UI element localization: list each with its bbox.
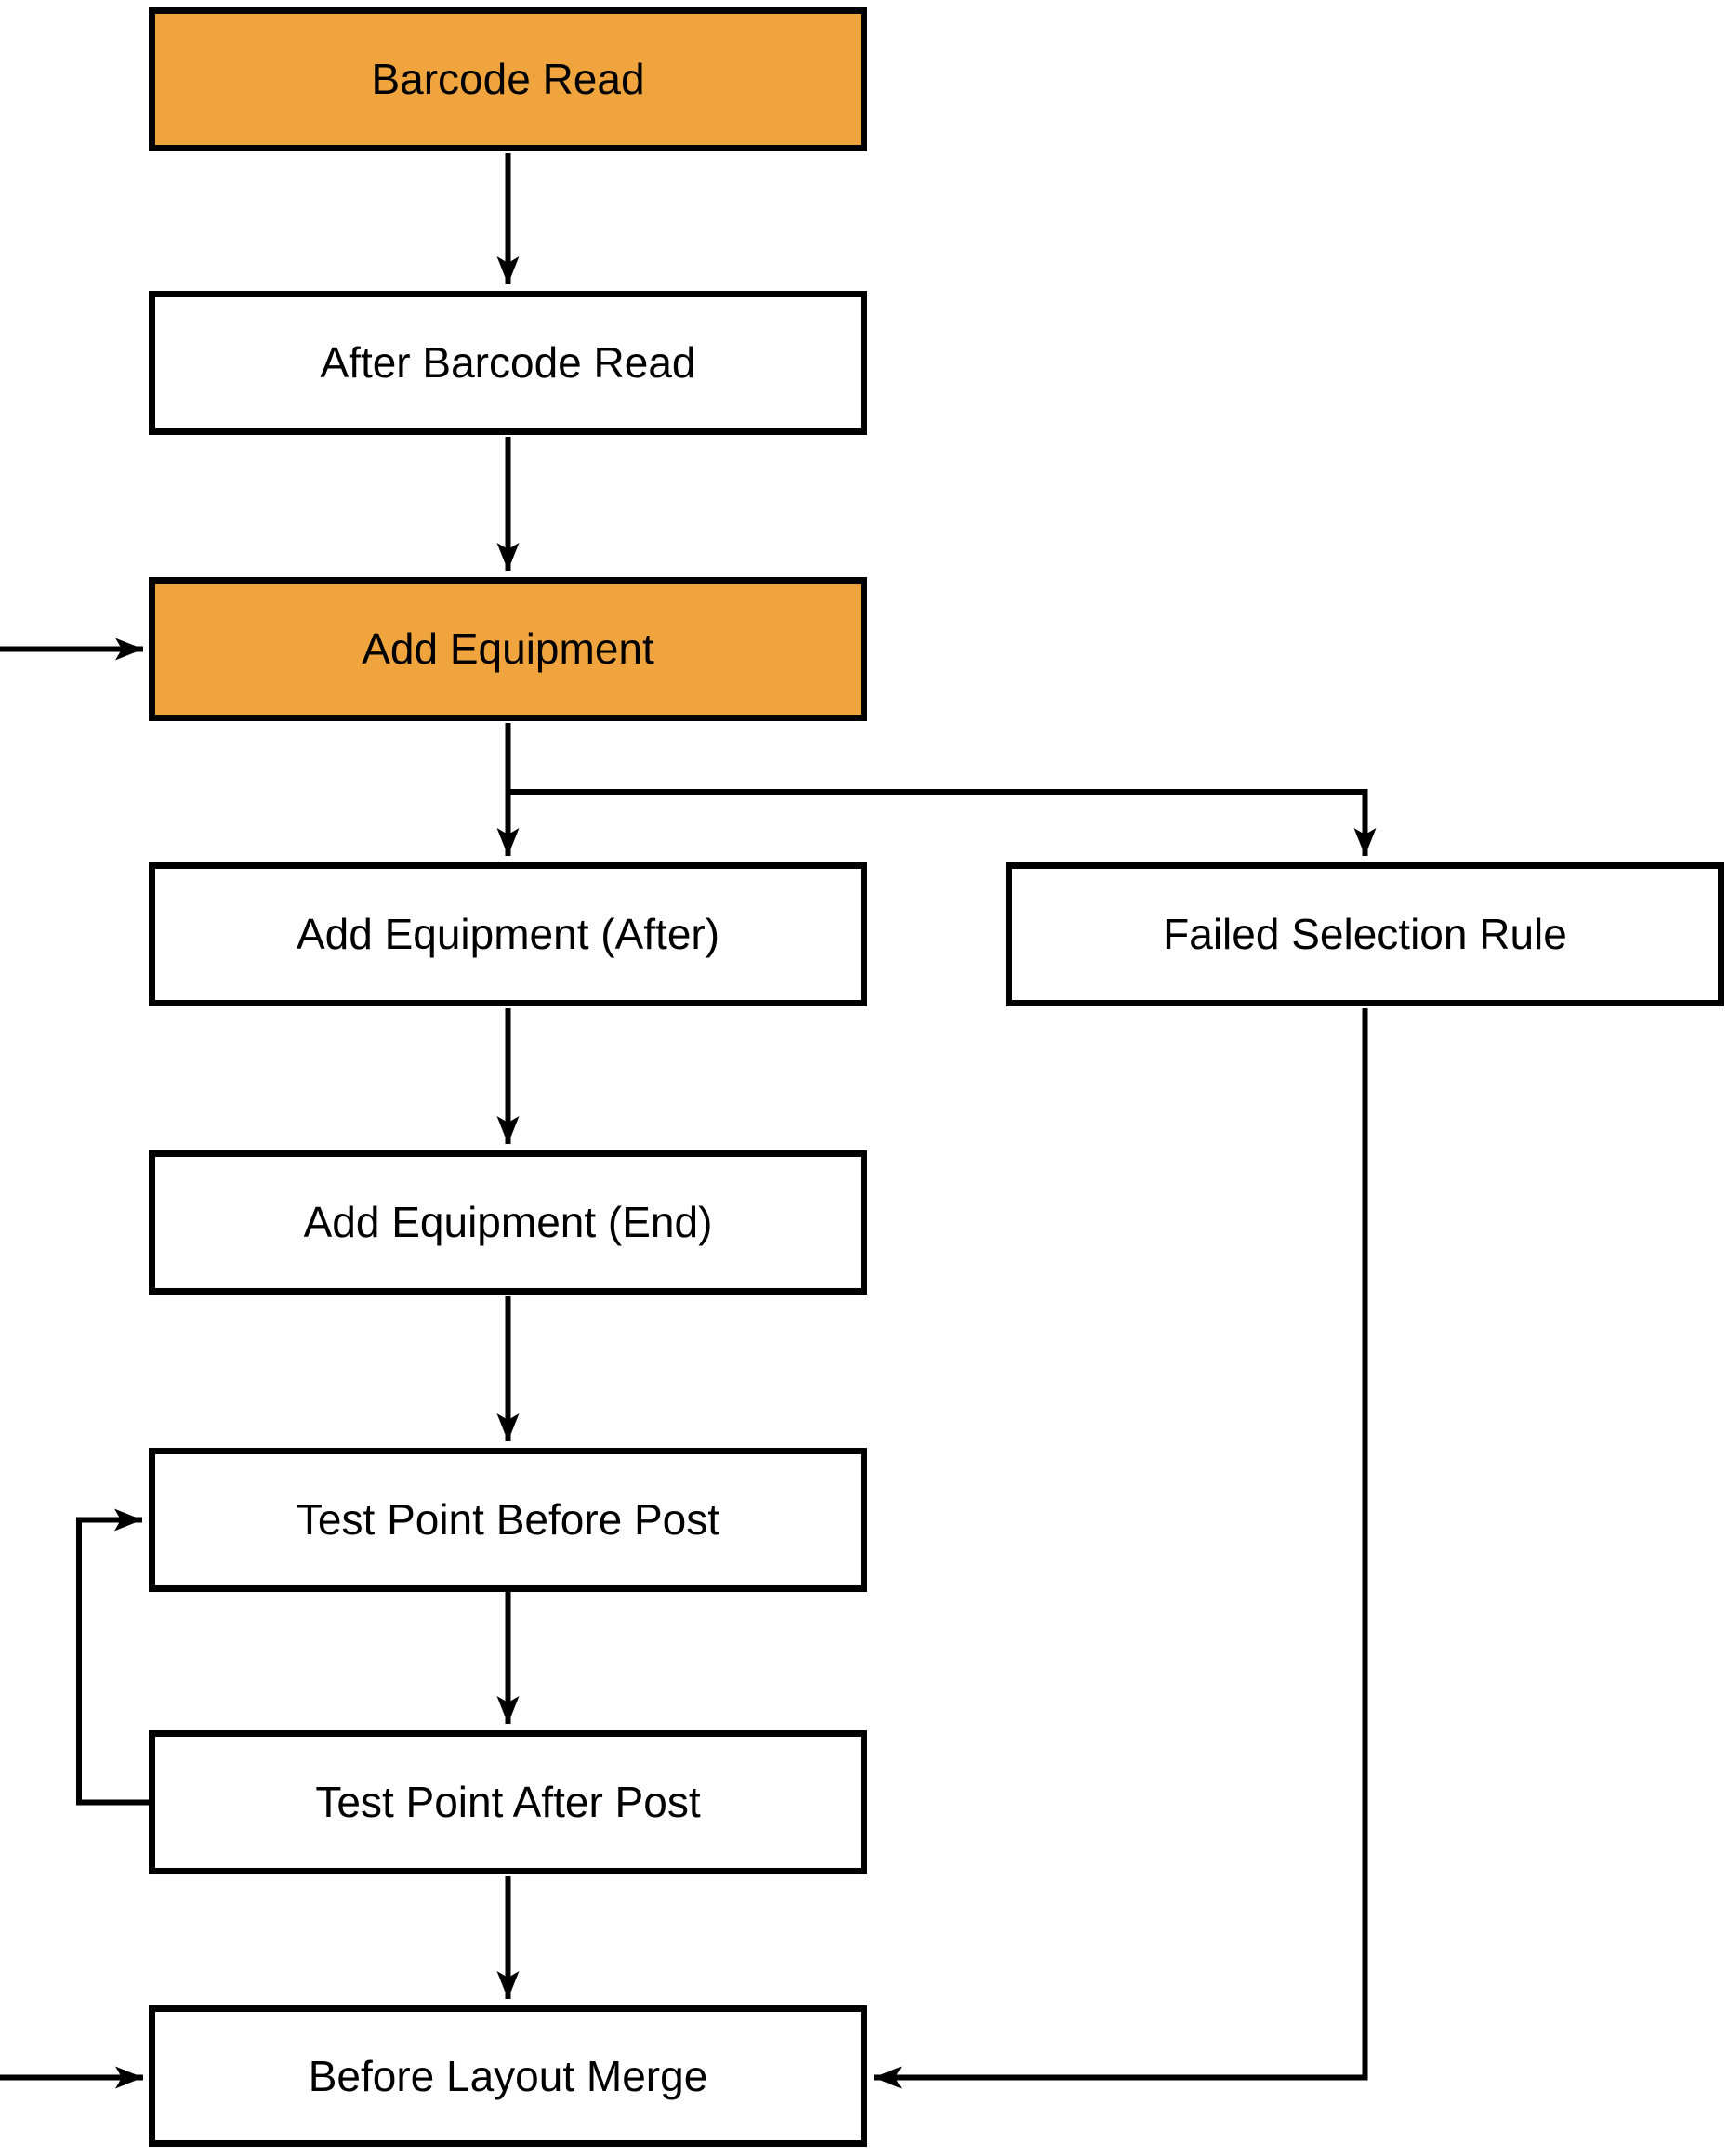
edge-addequipment-to-failedrule [508, 789, 1377, 856]
edge-failedrule-to-merge [874, 1008, 1368, 2089]
node-label: After Barcode Read [320, 338, 696, 388]
node-add-equipment-after: Add Equipment (After) [149, 862, 867, 1006]
node-label: Add Equipment (After) [296, 910, 720, 959]
node-after-barcode-read: After Barcode Read [149, 291, 867, 435]
node-test-point-after-post: Test Point After Post [149, 1730, 867, 1874]
node-test-point-before-post: Test Point Before Post [149, 1448, 867, 1592]
node-label: Before Layout Merge [308, 2051, 708, 2100]
node-label: Test Point Before Post [296, 1495, 720, 1545]
node-label: Add Equipment [362, 624, 654, 674]
node-label: Add Equipment (End) [303, 1198, 713, 1247]
node-before-layout-merge: Before Layout Merge [149, 2005, 867, 2147]
node-label: Failed Selection Rule [1163, 910, 1567, 959]
node-label: Barcode Read [371, 55, 645, 104]
node-add-equipment: Add Equipment [149, 577, 867, 721]
node-failed-selection-rule: Failed Selection Rule [1006, 862, 1724, 1006]
node-barcode-read: Barcode Read [149, 7, 867, 151]
node-add-equipment-end: Add Equipment (End) [149, 1150, 867, 1295]
node-label: Test Point After Post [315, 1778, 701, 1827]
edge-afterpost-loop-to-beforepost [76, 1508, 149, 1806]
